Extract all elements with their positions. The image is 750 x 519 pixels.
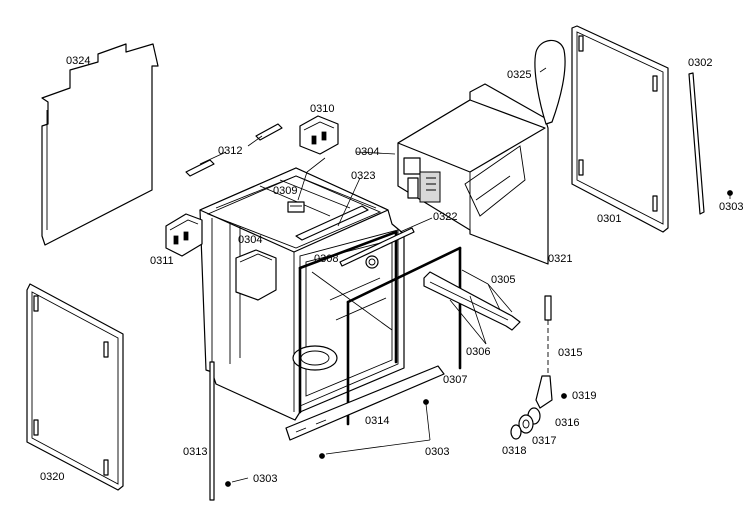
leader-lines [199, 67, 547, 345]
label-0315: 0315 [558, 347, 582, 359]
label-0305: 0305 [491, 274, 515, 286]
label-0316: 0316 [555, 417, 579, 429]
label-0320: 0320 [40, 471, 64, 483]
plinth-0314 [285, 365, 445, 441]
label-0318: 0318 [502, 445, 526, 457]
label-0319: 0319 [572, 390, 596, 402]
label-0324: 0324 [66, 55, 90, 67]
spray-0322 [339, 227, 415, 267]
screw-0319 [561, 393, 567, 399]
bracket-0304-left [235, 249, 277, 301]
mount-0310 [299, 115, 339, 155]
label-0301: 0301 [597, 213, 621, 225]
label-0311: 0311 [150, 255, 174, 267]
side-panel-0324 [41, 43, 159, 246]
label-0307: 0307 [443, 374, 467, 386]
label-0302: 0302 [688, 57, 712, 69]
label-0306: 0306 [466, 346, 490, 358]
label-0325: 0325 [507, 69, 531, 81]
rear-panel-0321 [397, 83, 549, 265]
label-0304-left: 0304 [238, 234, 262, 246]
label-0322: 0322 [433, 211, 457, 223]
mount-0311 [165, 213, 203, 257]
strip-0313 [209, 361, 215, 501]
label-0313: 0313 [183, 446, 207, 458]
label-0317: 0317 [532, 435, 556, 447]
label-0303-right: 0303 [719, 201, 743, 213]
label-0323: 0323 [351, 170, 375, 182]
label-0310: 0310 [310, 103, 334, 115]
fittings-0316-0318 [510, 407, 541, 440]
label-0321: 0321 [548, 253, 572, 265]
screw-0303-bottom-mid [319, 399, 431, 459]
label-0303-bottom-right: 0303 [425, 446, 449, 458]
frame-0308 [298, 230, 398, 414]
insulation-0325 [534, 39, 566, 125]
rail-0323 [295, 205, 369, 241]
label-0312: 0312 [218, 145, 242, 157]
side-panel-0301 [571, 25, 669, 233]
label-0314: 0314 [365, 415, 389, 427]
side-panel-0320 [26, 283, 124, 491]
screw-0303-right [727, 190, 733, 199]
label-0308: 0308 [314, 253, 338, 265]
screw-0303-bottom-left [225, 477, 249, 487]
clip-0309 [287, 201, 305, 213]
label-0309: 0309 [273, 185, 297, 197]
strip-0302 [688, 72, 705, 215]
inlet-0315 [535, 295, 553, 409]
label-0303-bottom-left: 0303 [253, 473, 277, 485]
label-0304-top: 0304 [355, 146, 379, 158]
